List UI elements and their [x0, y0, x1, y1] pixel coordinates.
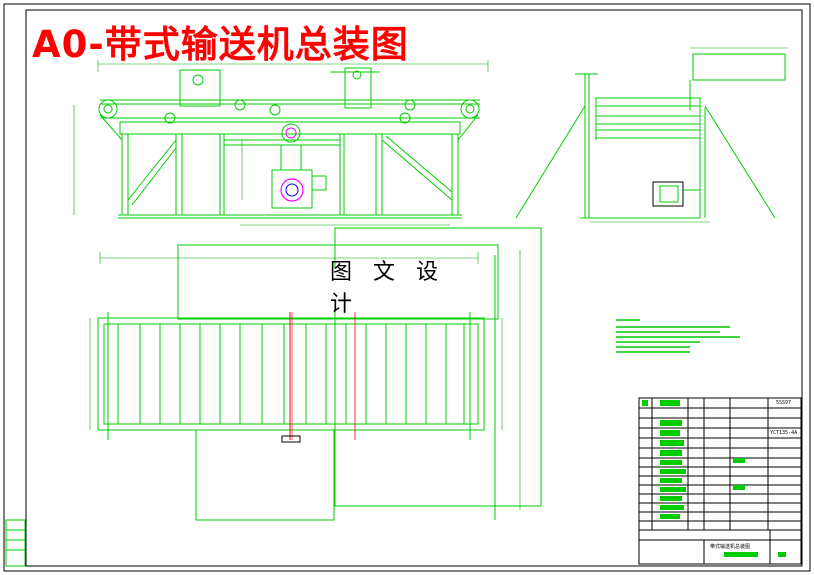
side-view — [515, 47, 788, 223]
front-view — [73, 60, 489, 226]
outer-border — [3, 3, 811, 572]
drawing-name-label: 带式输送机总装图 — [710, 544, 751, 550]
part-code-2: YCT135-4A — [770, 430, 798, 436]
part-code-1: 5SS97 — [776, 400, 792, 406]
watermark-label: 图 文 设 计 — [330, 260, 482, 317]
plan-view — [89, 227, 542, 521]
left-margin-block — [5, 519, 26, 567]
technical-notes — [616, 319, 740, 353]
drawing-title: A0-带式输送机总装图 — [32, 23, 409, 66]
parts-list-table — [638, 397, 802, 565]
inner-border — [25, 9, 803, 567]
